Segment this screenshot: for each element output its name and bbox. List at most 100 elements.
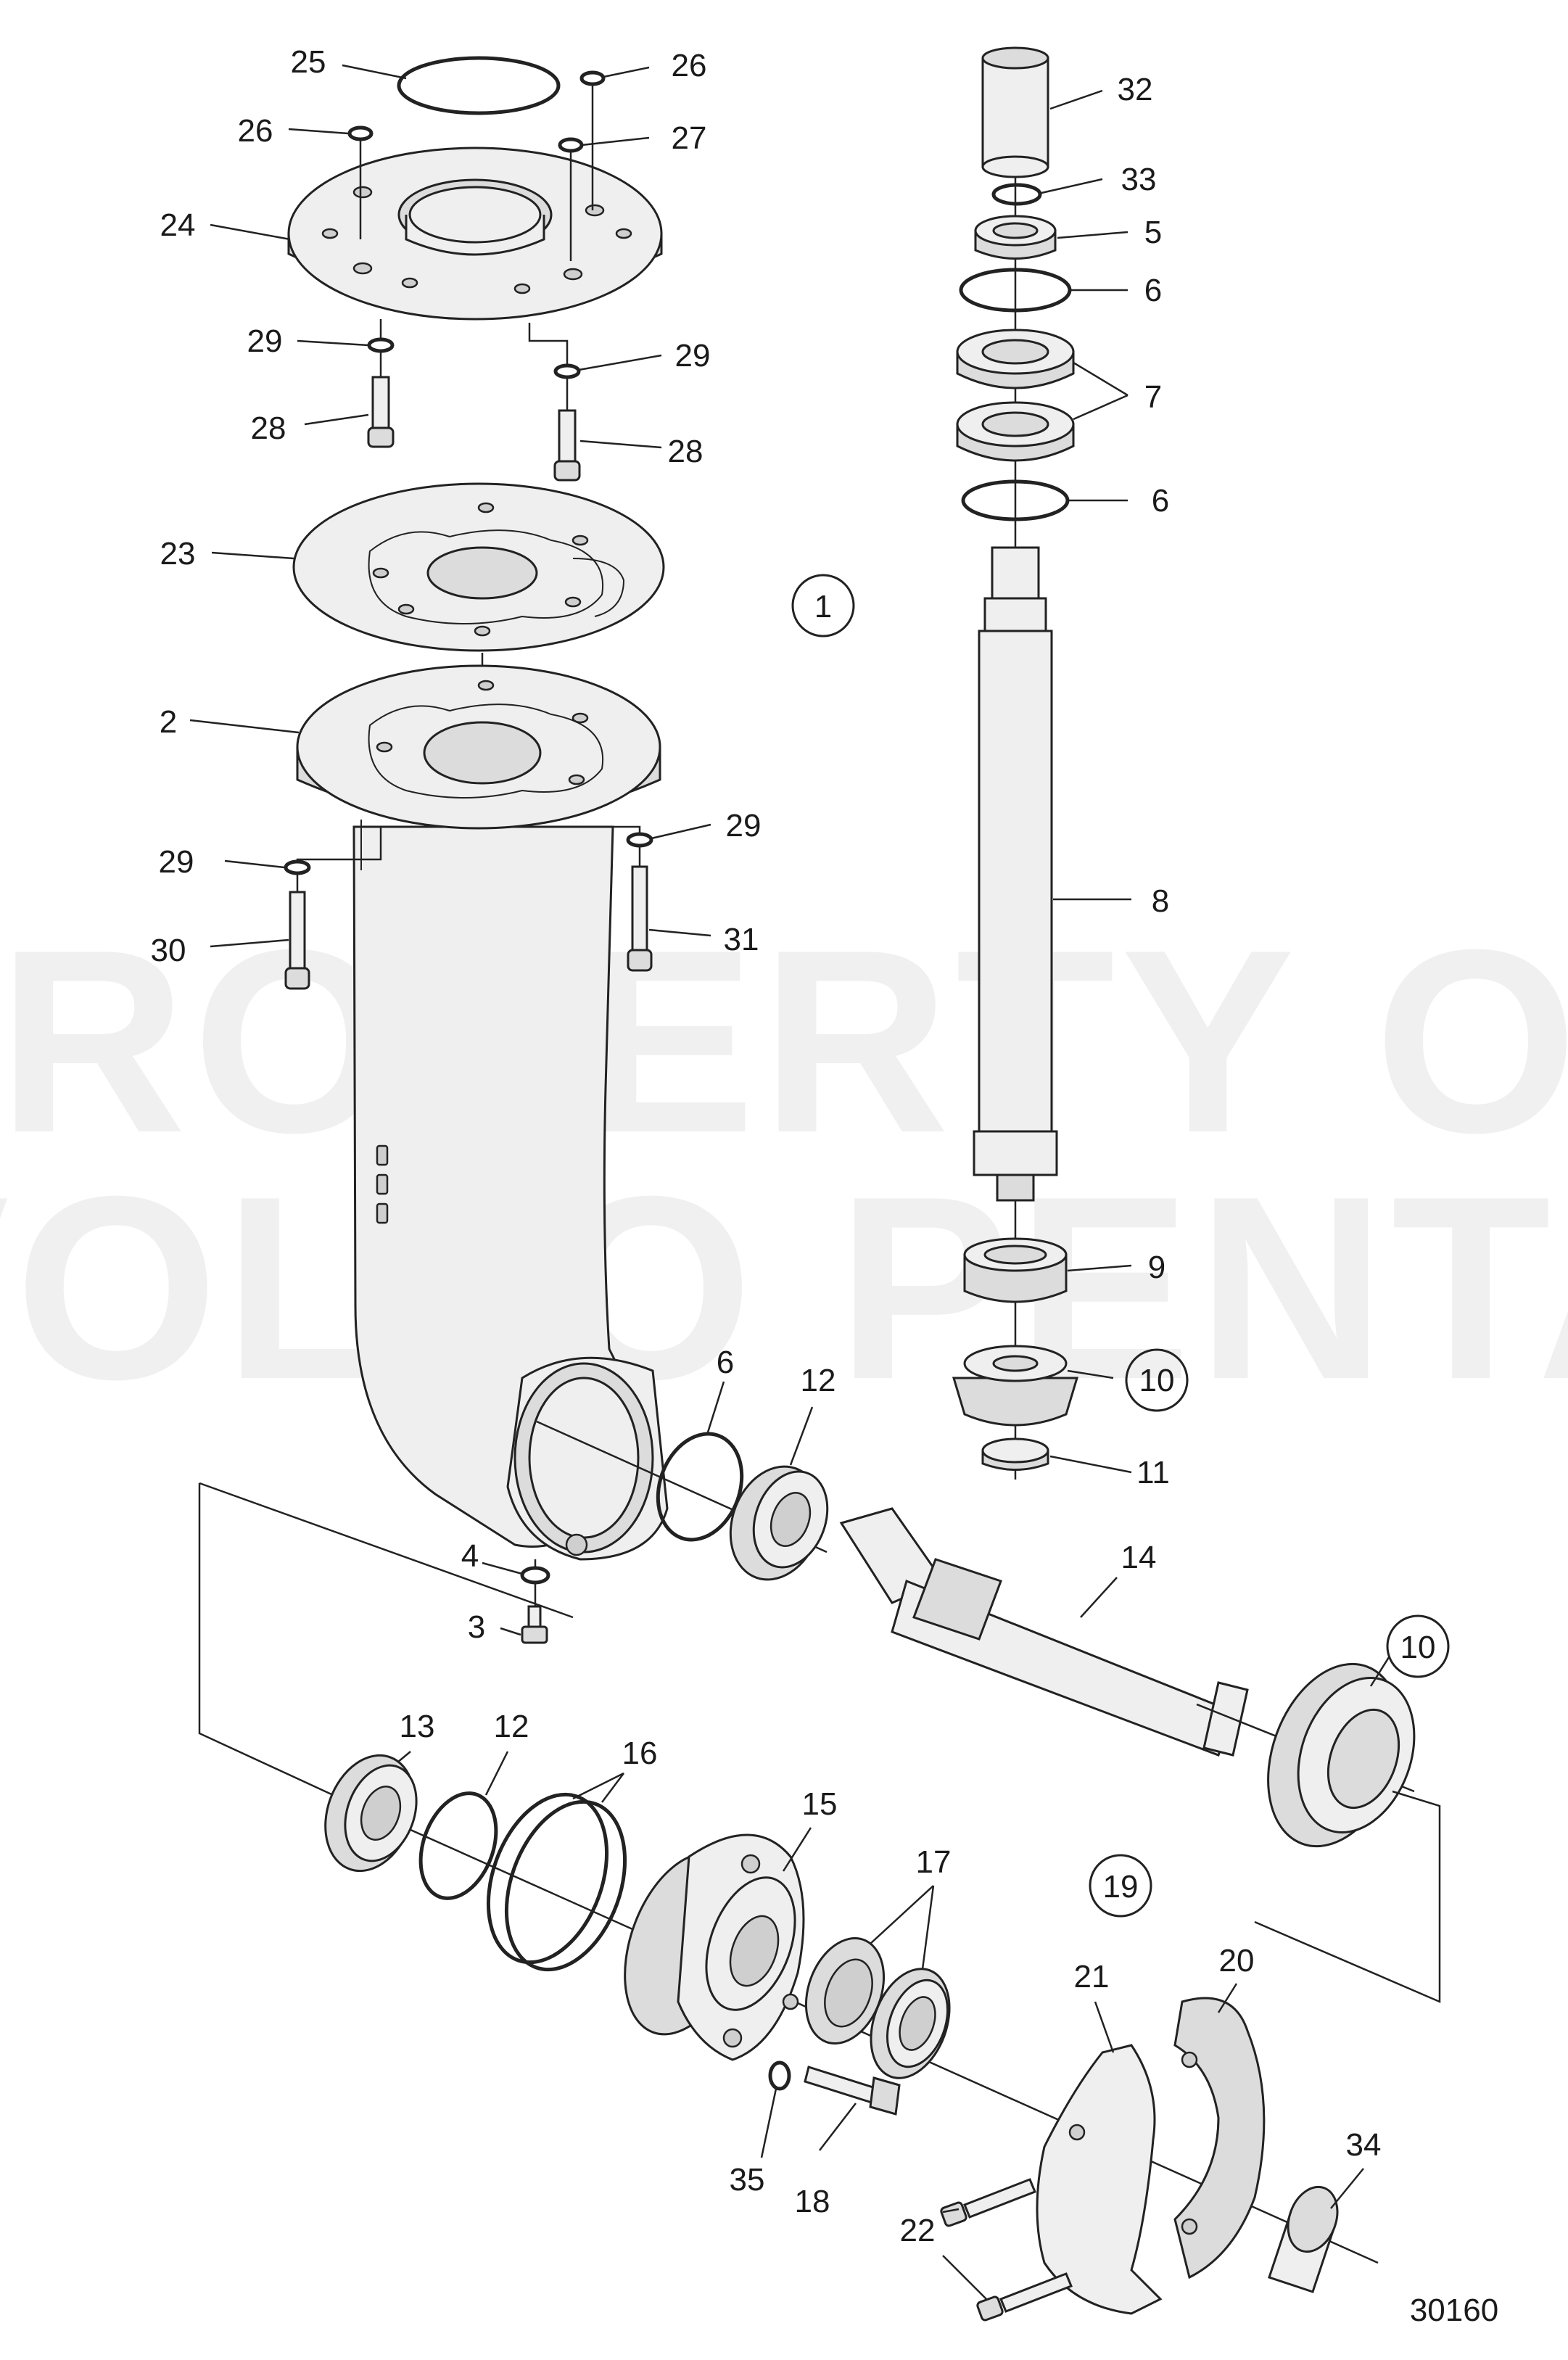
needle-bearing-9 [963, 1237, 1068, 1303]
callout-29-right: 29 [675, 338, 711, 374]
lower-seal-group [324, 1754, 1379, 2322]
anode-20 [1173, 1997, 1266, 2279]
callout-20: 20 [1219, 1943, 1255, 1979]
callout-8: 8 [1152, 883, 1169, 919]
drive-housing-2 [296, 664, 669, 1561]
callout-12-upper: 12 [801, 1363, 836, 1398]
seal-13 [324, 1754, 418, 1873]
callout-6-top: 6 [1144, 273, 1162, 308]
callout-30: 30 [151, 933, 186, 968]
horizontal-shaft-group [520, 1420, 1416, 1848]
callout-33: 33 [1121, 162, 1157, 197]
pinion-gear-10 [952, 1345, 1079, 1427]
callout-14: 14 [1121, 1540, 1157, 1575]
o-ring-6-bottom [961, 479, 1070, 521]
callout-11: 11 [1136, 1455, 1170, 1490]
nut-11 [981, 1437, 1049, 1471]
callout-25: 25 [291, 44, 326, 80]
callout-10-upper: 10 [1139, 1363, 1175, 1398]
callout-12-lower: 12 [494, 1709, 529, 1744]
callout-21: 21 [1074, 1959, 1110, 1994]
o-ring-16-b [504, 1799, 627, 1972]
o-ring-4 [520, 1566, 550, 1585]
callout-29-housing-left: 29 [159, 844, 194, 880]
callout-28-right: 28 [668, 434, 703, 469]
vertical-shaft-stack [952, 46, 1079, 1480]
callout-7: 7 [1144, 379, 1162, 415]
watermark: PROPERTY OF VOLVO PENTA [0, 896, 1568, 1434]
callout-3: 3 [468, 1609, 485, 1645]
callout-18: 18 [795, 2184, 830, 2219]
drain-plug-3 [521, 1605, 548, 1644]
callout-34: 34 [1346, 2127, 1382, 2163]
sleeve-32 [981, 46, 1049, 178]
callout-27: 27 [672, 120, 707, 156]
seal-17-b [870, 1968, 951, 2079]
bolt-28-left [367, 376, 395, 448]
callout-31: 31 [724, 922, 759, 957]
callout-6-bottom: 6 [1152, 483, 1169, 519]
callout-10-lower: 10 [1400, 1630, 1436, 1665]
bearing-12-upper [729, 1465, 829, 1581]
washer-26-left [347, 125, 374, 141]
washer-29-housing-right [626, 832, 653, 848]
callout-28-left: 28 [251, 410, 286, 446]
callout-2: 2 [160, 704, 177, 740]
callout-1: 1 [814, 589, 832, 624]
callout-26-right: 26 [672, 48, 707, 83]
leader-lines [189, 64, 1390, 2300]
washer-27 [558, 137, 584, 153]
callout-26-left: 26 [238, 113, 273, 149]
callout-32: 32 [1118, 72, 1153, 107]
figure-number: 30160 [1410, 2293, 1498, 2328]
callout-9: 9 [1148, 1250, 1165, 1285]
bolt-31 [627, 865, 653, 972]
horizontal-shaft-14 [839, 1507, 1249, 1757]
washer-29-housing-left [284, 859, 311, 875]
bushing-34 [1268, 2185, 1339, 2293]
washer-29-right [553, 363, 581, 379]
o-ring-12-lower [418, 1791, 498, 1900]
callout-24: 24 [160, 207, 196, 243]
circlip-33 [991, 183, 1042, 206]
anode-21 [1036, 2044, 1163, 2315]
bolt-18 [804, 2066, 901, 2116]
gasket-23 [292, 482, 665, 652]
callout-5: 5 [1144, 215, 1162, 250]
washer-35 [768, 2060, 791, 2091]
nut-5 [974, 215, 1057, 260]
crown-gear-10 [1267, 1662, 1416, 1848]
assembly-bracket [198, 1482, 1441, 2003]
callout-29-housing-right: 29 [726, 808, 762, 843]
top-flange-group [287, 56, 663, 482]
callout-labels: 25 26 26 27 24 29 29 28 28 23 2 29 29 30… [151, 44, 1436, 2248]
callout-13: 13 [400, 1709, 435, 1744]
bearing-7-upper [956, 329, 1075, 389]
o-ring-25 [397, 56, 561, 115]
bolt-28-right [553, 409, 581, 482]
callout-22: 22 [900, 2213, 936, 2248]
callout-circles [791, 574, 1450, 1918]
callout-15: 15 [802, 1786, 838, 1822]
cover-flange-24 [287, 147, 663, 321]
callout-16: 16 [622, 1736, 658, 1771]
callout-23: 23 [160, 536, 196, 572]
screw-22-upper [940, 2178, 1036, 2227]
bolt-30 [284, 891, 310, 990]
screw-22-lower [976, 2272, 1073, 2322]
vertical-shaft-8 [973, 546, 1058, 1202]
watermark-line-2: VOLVO PENTA [0, 1142, 1568, 1434]
watermark-line-1: PROPERTY OF [0, 896, 1568, 1187]
callout-17: 17 [916, 1844, 952, 1880]
callout-4: 4 [461, 1538, 479, 1574]
callout-29-left: 29 [247, 323, 283, 359]
seal-17-a [804, 1936, 886, 2045]
callout-19: 19 [1103, 1869, 1139, 1905]
callout-35: 35 [730, 2162, 765, 2198]
o-ring-6-top [959, 268, 1072, 313]
washer-29-left [367, 337, 395, 353]
washer-26-right [579, 70, 606, 86]
bearing-housing-15 [624, 1833, 805, 2061]
bearing-7-lower [956, 401, 1075, 462]
